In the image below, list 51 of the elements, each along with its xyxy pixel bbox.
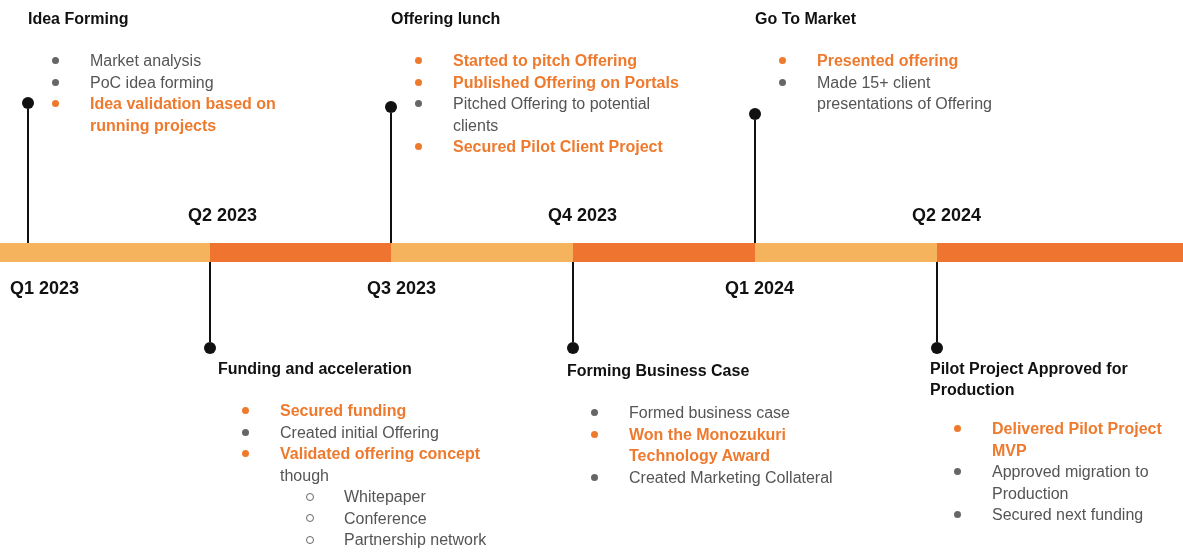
milestone-stem <box>754 119 756 244</box>
list-item: Secured Pilot Client Project <box>453 136 693 158</box>
quarter-label: Q2 2024 <box>912 205 982 226</box>
list-item: Secured funding <box>280 400 515 422</box>
milestone-dot <box>749 108 761 120</box>
timeline-segment <box>0 243 210 262</box>
list-item: Won the Monozukuri Technology Award <box>629 423 844 467</box>
list-item: Secured next funding <box>992 504 1174 526</box>
list-item: Published Offering on Portals <box>453 71 693 93</box>
list-item: Started to pitch Offering <box>453 50 693 72</box>
milestone-stem <box>27 108 29 244</box>
list-item: Whitepaper <box>344 486 515 508</box>
timeline-segment <box>210 243 391 262</box>
milestone-stem <box>572 261 574 343</box>
milestone-heading: Forming Business Case <box>567 360 852 381</box>
list-item: Delivered Pilot Project MVP <box>992 418 1174 461</box>
list-item: Approved migration to Production <box>992 461 1174 504</box>
milestone-heading: Funding and acceleration <box>218 358 523 379</box>
milestone-stem <box>936 261 938 343</box>
milestone-dot <box>385 101 397 113</box>
list-item: Presented offering <box>817 50 1022 72</box>
milestone-dot <box>204 342 216 354</box>
quarter-label: Q3 2023 <box>367 278 437 299</box>
list-item: Made 15+ client presentations of Offering <box>817 71 1022 115</box>
list-item: Validated offering concept though <box>280 443 515 486</box>
quarter-label: Q4 2023 <box>548 205 618 226</box>
milestone-heading: Go To Market <box>755 8 1030 29</box>
milestone-heading: Pilot Project Approved for Production <box>930 358 1175 400</box>
timeline-segment <box>937 243 1183 262</box>
milestone-dot <box>22 97 34 109</box>
timeline-segment <box>391 243 573 262</box>
list-item: Created initial Offering <box>280 421 515 443</box>
timeline-segment <box>573 243 755 262</box>
list-item: Created Marketing Collateral <box>629 466 844 488</box>
list-item: Pitched Offering to potential clients <box>453 93 693 136</box>
milestone-stem <box>390 112 392 244</box>
list-item: Market analysis <box>90 50 330 72</box>
milestone-stem <box>209 261 211 343</box>
list-item: PoC idea forming <box>90 71 330 93</box>
milestone-heading: Offering lunch <box>391 8 701 29</box>
milestone-dot <box>567 342 579 354</box>
list-item: Conference <box>344 507 515 529</box>
timeline-segment <box>755 243 937 262</box>
list-item: Idea validation based on running projects <box>90 93 330 136</box>
milestone-dot <box>931 342 943 354</box>
list-item: Formed business case <box>629 402 844 424</box>
quarter-label: Q1 2024 <box>725 278 795 299</box>
milestone-heading: Idea Forming <box>28 8 338 29</box>
quarter-label: Q2 2023 <box>188 205 258 226</box>
quarter-label: Q1 2023 <box>10 278 80 299</box>
list-item: Partnership network <box>344 529 515 551</box>
